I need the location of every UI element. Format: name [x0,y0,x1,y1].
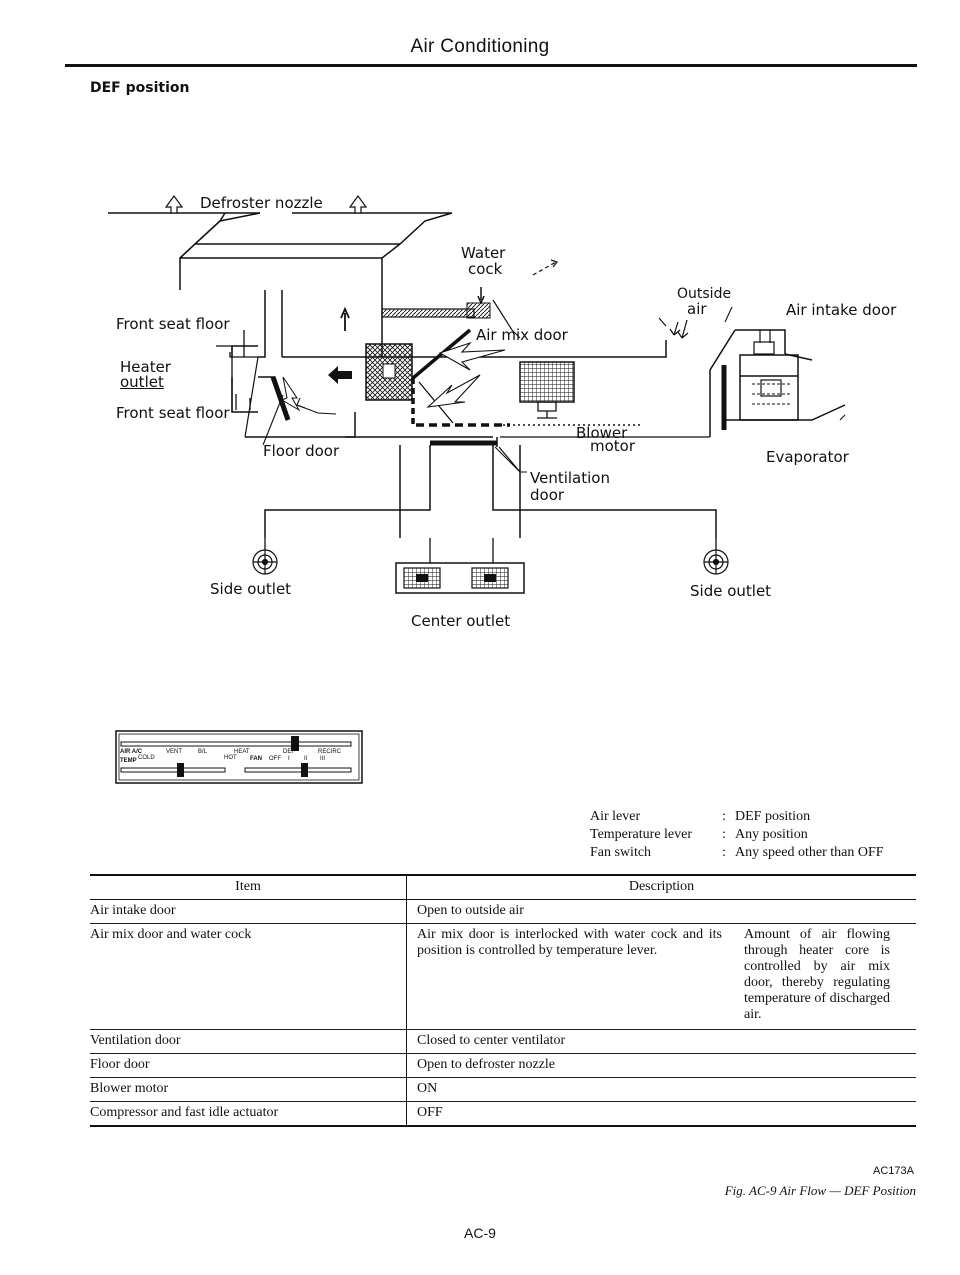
label-water-cock-1: Water [461,244,506,262]
side-outlet-right-icon [703,549,729,575]
label-floor-door: Floor door [263,442,340,460]
panel-def: DEF [283,749,295,755]
temp-lever-knob [177,763,184,777]
control-panel [115,730,363,784]
panel-off: OFF [269,756,281,762]
table-cell-desc: OFF [406,1101,916,1127]
panel-heat: HEAT [234,749,250,755]
table-cell-note: Amount of air flowing through heater cor… [740,923,916,1030]
arrow-left-icon [328,366,352,384]
label-evaporator: Evaporator [766,448,849,466]
setting-name: Fan switch [590,845,652,860]
water-pipe [381,308,475,318]
table-cell-item: Ventilation door [90,1029,407,1054]
panel-bilevel: B/L [198,749,208,755]
label-ventilation-door-1: Ventilation [530,469,610,487]
table-cell-desc: ON [406,1077,916,1102]
table-cell-item: Blower motor [90,1077,407,1102]
panel-temp: TEMP [120,758,137,764]
table-row: Air intake door Open to outside air [90,899,916,924]
setting-name: Temperature lever [590,827,693,842]
setting-value: DEF position [735,809,811,824]
floor-ducts [216,330,258,412]
table-row: Ventilation door Closed to center ventil… [90,1029,916,1054]
air-lever-knob [291,736,299,751]
label-blower-1: Blower [576,424,628,442]
label-front-seat-floor-top: Front seat floor [116,315,230,333]
blower-fan [519,361,575,403]
setting-value: Any speed other than OFF [735,845,884,860]
label-defroster-nozzle: Defroster nozzle [200,194,323,212]
panel-recirc: RECIRC [318,749,342,755]
figure-caption: Fig. AC-9 Air Flow — DEF Position [724,1183,916,1198]
floor-door [270,376,291,421]
setting-colon: : [722,845,726,860]
label-heater-outlet-1: Heater [120,358,171,376]
center-outlet-icon [395,538,525,594]
label-outside-air-2: air [687,300,707,318]
label-ventilation-door-2: door [530,486,565,504]
page-header-title: Air Conditioning [410,36,550,57]
label-air-mix-door: Air mix door [476,326,568,344]
evaporator-unit [709,329,846,437]
label-water-cock-2: cock [468,260,503,278]
table-header-description: Description [406,874,916,900]
header-rule [65,64,917,67]
water-cock [466,302,491,319]
label-heater-outlet-2: outlet [120,373,164,391]
setting-colon: : [722,827,726,842]
label-air-intake-door: Air intake door [786,301,897,319]
panel-speed-1: I [288,756,290,762]
label-side-outlet-left: Side outlet [210,580,292,598]
table-cell-desc: Open to outside air [406,899,916,924]
page-number: AC-9 [464,1225,496,1241]
table-cell-item: Air mix door and water cock [90,923,407,1030]
table-cell-desc: Air mix door is interlocked with water c… [406,923,740,1030]
side-outlet-left-icon [252,549,278,575]
label-center-outlet: Center outlet [411,612,511,630]
table-cell-item: Floor door [90,1053,407,1078]
table-cell-desc: Closed to center ventilator [406,1029,916,1054]
panel-cold: COLD [138,755,155,761]
panel-hot: HOT [224,755,237,761]
label-outside-air-1: Outside [677,286,732,302]
setting-colon: : [722,809,726,824]
heater-unit [231,290,717,538]
table-row: Floor door Open to defroster nozzle [90,1053,916,1078]
panel-vent: VENT [166,749,183,755]
setting-value: Any position [735,827,808,842]
label-side-outlet-right: Side outlet [690,582,772,600]
table-cell-item: Air intake door [90,899,407,924]
table-header-item: Item [90,874,407,900]
setting-name: Air lever [590,809,641,824]
panel-fan: FAN [250,756,262,762]
panel-air: AIR A/C [120,749,143,755]
description-table: Item Description Air intake door Open to… [90,874,916,1127]
table-row: Compressor and fast idle actuator OFF [90,1101,916,1127]
figure-code: AC173A [873,1165,914,1177]
panel-speed-3: III [320,756,326,762]
defroster-arrow-icon [164,194,368,214]
table-row: Blower motor ON [90,1077,916,1102]
panel-speed-2: II [304,756,308,762]
table-cell-item: Compressor and fast idle actuator [90,1101,407,1127]
fan-lever-knob [301,763,308,777]
label-blower-2: motor [590,437,636,455]
table-row: Air mix door and water cock Air mix door… [90,923,916,1030]
section-title: DEF position [90,80,190,96]
label-front-seat-floor-bottom: Front seat floor [116,404,230,422]
table-cell-desc: Open to defroster nozzle [406,1053,916,1078]
defroster-nozzle [108,212,453,290]
heater-core-window [382,363,396,379]
